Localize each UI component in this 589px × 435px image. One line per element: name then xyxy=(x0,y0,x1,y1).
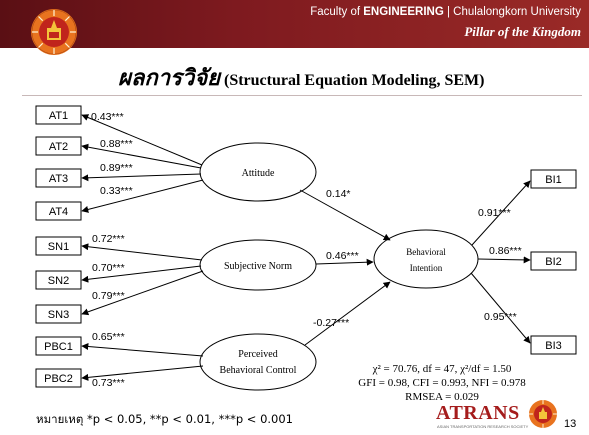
loading-pbc2: 0.73*** xyxy=(92,377,125,389)
path-label-sn-bi: 0.46*** xyxy=(326,250,359,262)
indicator-box-pbc1: PBC1 xyxy=(35,336,82,356)
atrans-logo-subtext: ASIAN TRANSPORTATION RESEARCH SOCIETY xyxy=(437,424,529,429)
title-english: (Structural Equation Modeling, SEM) xyxy=(220,72,485,89)
indicator-box-bi3: BI3 xyxy=(530,335,577,355)
latent-behavioral-intention: Behavioral Intention xyxy=(373,229,479,289)
arrow-bi-bi1 xyxy=(471,180,531,246)
indicator-box-sn1: SN1 xyxy=(35,236,82,256)
indicator-label-at4: AT4 xyxy=(49,206,68,218)
significance-note: หมายเหตุ *p < 0.05, **p < 0.01, ***p < 0… xyxy=(36,412,293,426)
arrow-bi-bi2 xyxy=(477,256,531,264)
arrow-sn-sn3 xyxy=(81,270,204,316)
structural-paths xyxy=(299,189,391,346)
indicator-label-sn3: SN3 xyxy=(48,309,69,321)
fit-statistics: χ² = 70.76, df = 47, χ²/df = 1.50 GFI = … xyxy=(358,363,526,403)
indicator-box-at4: AT4 xyxy=(35,201,82,221)
faculty-prefix: Faculty of xyxy=(310,6,364,18)
loading-bi2: 0.86*** xyxy=(489,245,522,257)
faculty-label: Faculty of ENGINEERING | Chulalongkorn U… xyxy=(310,6,581,18)
indicator-label-pbc2: PBC2 xyxy=(44,373,73,385)
latent-attitude: Attitude xyxy=(199,142,317,202)
faculty-bold: ENGINEERING xyxy=(363,6,444,18)
tagline: Pillar of the Kingdom xyxy=(464,24,581,39)
faculty-suffix: | Chulalongkorn University xyxy=(443,6,581,18)
indicator-label-bi2: BI2 xyxy=(545,256,562,268)
indicator-label-sn2: SN2 xyxy=(48,275,69,287)
loading-at1: 0.43*** xyxy=(91,111,124,123)
page-title: ผลการวิจัย (Structural Equation Modeling… xyxy=(118,60,484,95)
arrow-attitude-at3 xyxy=(81,173,202,182)
loading-sn1: 0.72*** xyxy=(92,233,125,245)
loading-at3: 0.89*** xyxy=(100,162,133,174)
indicator-box-bi2: BI2 xyxy=(530,251,577,271)
indicator-label-at2: AT2 xyxy=(49,141,68,153)
measurement-arrows-right xyxy=(470,180,531,344)
indicator-box-at1: AT1 xyxy=(35,105,82,125)
path-labels: 0.14* 0.46*** -0.27*** xyxy=(313,188,359,329)
path-sn-bi xyxy=(315,258,374,266)
arrow-pbc-pbc2 xyxy=(81,365,204,381)
indicator-box-at3: AT3 xyxy=(35,168,82,188)
loading-bi1: 0.91*** xyxy=(478,207,511,219)
arrow-bi-bi3 xyxy=(470,272,531,344)
fit-line-2: GFI = 0.98, CFI = 0.993, NFI = 0.978 xyxy=(358,377,526,389)
indicator-label-sn1: SN1 xyxy=(48,241,69,253)
latent-label-bi-line1: Behavioral xyxy=(406,247,446,257)
arrow-attitude-at4 xyxy=(81,179,204,213)
arrow-pbc-pbc1 xyxy=(81,343,204,357)
title-thai: ผลการวิจัย xyxy=(118,66,220,91)
latent-label-subjective-norm: Subjective Norm xyxy=(224,261,292,272)
measurement-arrows-left xyxy=(81,114,204,381)
path-attitude-bi xyxy=(299,189,391,241)
arrow-sn-sn1 xyxy=(81,243,203,261)
indicator-box-sn2: SN2 xyxy=(35,270,82,290)
atrans-logo-text: ATRANS xyxy=(436,402,520,424)
header-bar: Faculty of ENGINEERING | Chulalongkorn U… xyxy=(0,0,589,48)
loading-at4: 0.33*** xyxy=(100,185,133,197)
loading-sn2: 0.70*** xyxy=(92,262,125,274)
indicator-box-at2: AT2 xyxy=(35,136,82,156)
latent-label-attitude: Attitude xyxy=(242,168,275,179)
indicator-label-at1: AT1 xyxy=(49,110,68,122)
indicator-box-sn3: SN3 xyxy=(35,304,82,324)
indicator-label-bi3: BI3 xyxy=(545,340,562,352)
loading-bi3: 0.95*** xyxy=(484,311,517,323)
title-divider xyxy=(22,95,582,96)
indicator-label-pbc1: PBC1 xyxy=(44,341,73,353)
loading-pbc1: 0.65*** xyxy=(92,331,125,343)
arrow-attitude-at2 xyxy=(81,143,202,169)
latent-label-bi-line2: Intention xyxy=(410,263,443,273)
indicator-label-at3: AT3 xyxy=(49,173,68,185)
path-label-pbc-bi: -0.27*** xyxy=(313,317,349,329)
latent-subjective-norm: Subjective Norm xyxy=(199,239,317,291)
indicator-box-bi1: BI1 xyxy=(530,169,577,189)
fit-line-3: RMSEA = 0.029 xyxy=(405,391,479,403)
latent-perceived-behavioral-control: Perceived Behavioral Control xyxy=(199,333,317,391)
loading-labels-right: 0.91*** 0.86*** 0.95*** xyxy=(478,207,522,323)
loading-at2: 0.88*** xyxy=(100,138,133,150)
indicator-label-bi1: BI1 xyxy=(545,174,562,186)
arrow-attitude-at1 xyxy=(81,114,203,166)
fit-line-1: χ² = 70.76, df = 47, χ²/df = 1.50 xyxy=(372,363,512,375)
indicator-box-pbc2: PBC2 xyxy=(35,368,82,388)
arrow-sn-sn2 xyxy=(81,265,202,283)
latent-label-pbc-line1: Perceived xyxy=(238,349,277,360)
page-number: 13 xyxy=(564,418,577,430)
atrans-logo: ATRANS ASIAN TRANSPORTATION RESEARCH SOC… xyxy=(436,402,529,430)
latent-label-pbc-line2: Behavioral Control xyxy=(220,365,297,376)
loading-sn3: 0.79*** xyxy=(92,290,125,302)
path-label-attitude-bi: 0.14* xyxy=(326,188,351,200)
atrans-seal-icon xyxy=(529,400,557,428)
loading-labels-left: 0.43*** 0.88*** 0.89*** 0.33*** 0.72*** … xyxy=(91,111,133,389)
path-pbc-bi xyxy=(304,281,391,346)
university-seal-icon xyxy=(31,9,77,55)
